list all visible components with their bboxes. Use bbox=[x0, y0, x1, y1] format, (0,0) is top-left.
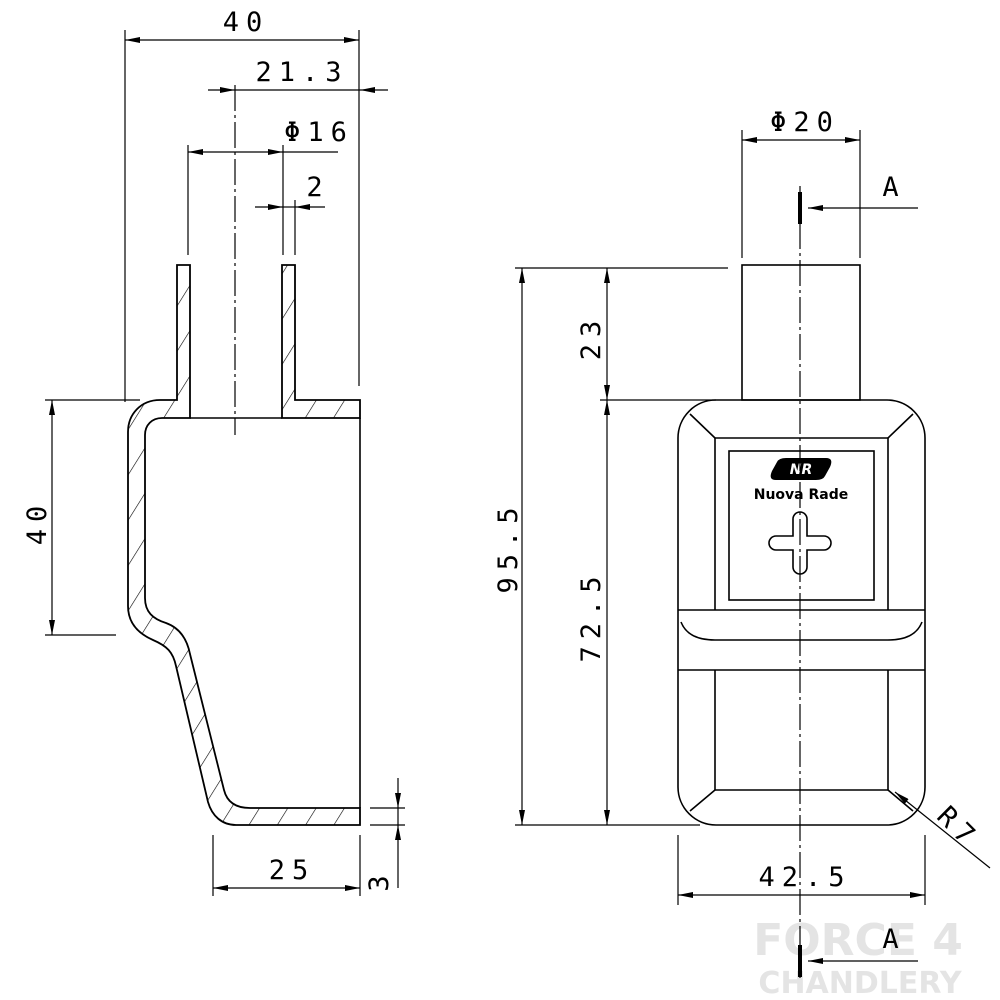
watermark: FORCE 4 CHANDLERY bbox=[753, 915, 963, 1000]
corner-fillet-lines bbox=[689, 413, 914, 812]
dim-text-width: 42.5 bbox=[758, 862, 851, 893]
dim-text-total-height: 95.5 bbox=[493, 500, 524, 593]
section-marker-bottom: A bbox=[798, 924, 918, 977]
radius-leader bbox=[894, 791, 991, 869]
section-marker-top: A bbox=[798, 172, 918, 224]
dim-text-bore: Φ16 bbox=[284, 117, 354, 148]
cover-body bbox=[677, 399, 926, 826]
dim-text-wall: 2 bbox=[306, 172, 329, 203]
watermark-line-1: FORCE 4 bbox=[753, 915, 963, 966]
dim-text-neck-height: 23 bbox=[576, 314, 607, 361]
dim-text-height: 40 bbox=[22, 499, 53, 546]
dim-text-axis-offset: 21.3 bbox=[255, 57, 348, 88]
front-dimension-lines bbox=[519, 137, 991, 898]
section-right-neck-wall bbox=[281, 264, 361, 419]
dim-text-corner-radius: R7 bbox=[931, 801, 986, 856]
section-dimension-lines bbox=[49, 37, 401, 891]
dim-text-base: 25 bbox=[269, 855, 316, 886]
logo-mark: NR bbox=[790, 462, 813, 478]
watermark-line-2: CHANDLERY bbox=[758, 966, 962, 1000]
section-marker-label: A bbox=[882, 172, 905, 203]
label-frame bbox=[728, 450, 875, 601]
brand-label: NR Nuova Rade bbox=[728, 450, 875, 601]
section-left-wall bbox=[127, 264, 361, 826]
dim-text-width: 40 bbox=[223, 7, 270, 38]
plus-icon bbox=[768, 511, 832, 575]
front-extension-lines bbox=[515, 130, 926, 905]
dim-text-body-height: 72.5 bbox=[576, 569, 607, 662]
front-view: NR Nuova Rade A A bbox=[493, 107, 991, 978]
dim-text-base-thickness: 3 bbox=[364, 868, 395, 891]
logo-icon bbox=[770, 458, 832, 480]
section-marker-label: A bbox=[882, 924, 905, 955]
lip-curve bbox=[680, 621, 923, 641]
upper-inner-frame bbox=[714, 437, 889, 610]
dim-text-neck-diameter: Φ20 bbox=[770, 107, 840, 138]
brand-name: Nuova Rade bbox=[754, 487, 849, 503]
section-view: 40 21.3 Φ16 2 40 25 3 bbox=[22, 7, 405, 896]
terminal-neck bbox=[741, 264, 861, 401]
lower-inner-frame bbox=[714, 670, 889, 791]
section-extension-lines bbox=[45, 30, 405, 896]
